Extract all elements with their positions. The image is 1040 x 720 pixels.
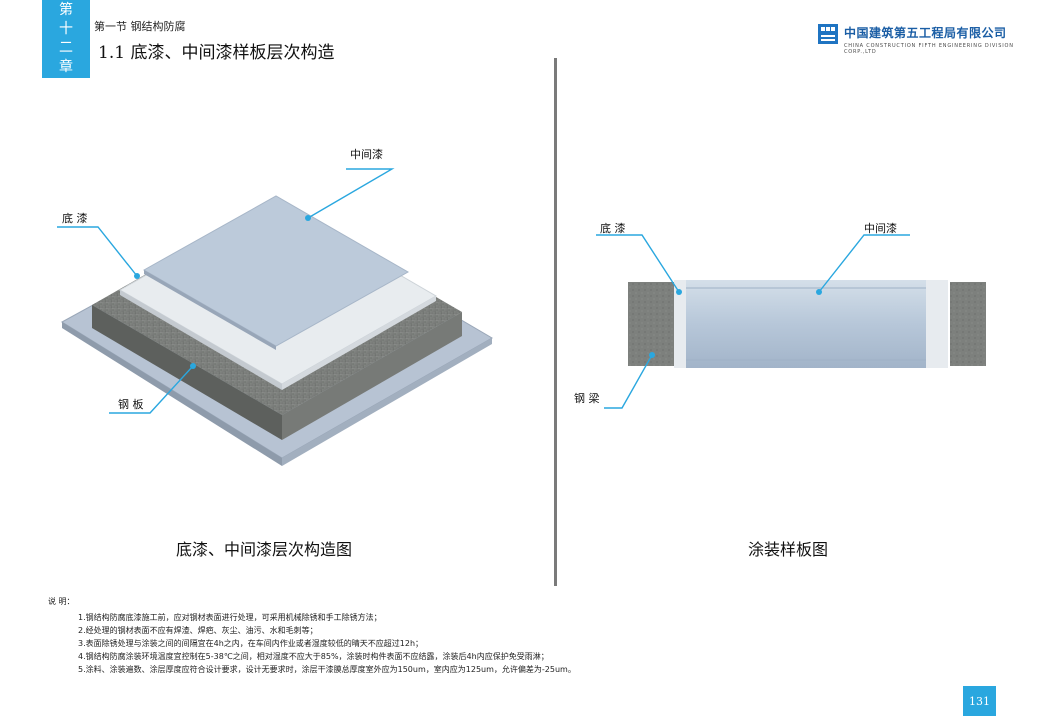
leader-line [307,168,395,219]
left-diagram-caption: 底漆、中间漆层次构造图 [176,540,353,559]
note-item: 3.表面除锈处理与涂装之间的间隔宜在4h之内，在车间内作业或者湿度较低的晴天不应… [78,639,424,648]
note-item: 1.钢结构防腐底漆施工前，应对钢材表面进行处理，可采用机械除锈和手工除锈方法； [78,613,382,622]
chapter-char: 二 [59,40,73,56]
label-intermediate-coat: 中间漆 [350,148,383,161]
notes-title: 说 明： [48,597,75,606]
label-steel-beam: 钢 梁 [574,392,600,405]
intermediate-band [686,280,926,368]
coating-sample-diagram [596,234,986,409]
steel-beam-left [628,282,680,366]
intermediate-layer [142,195,410,347]
primer-band [926,280,948,368]
note-item: 4.钢结构防腐涂装环境温度宜控制在5-38℃之间，相对湿度不应大于85%，涂装时… [78,652,549,661]
steel-beam-right [950,282,986,366]
logo-icon [818,24,838,44]
label-steel-plate: 钢 板 [118,398,144,411]
leader-line [57,226,138,277]
leader-line [818,234,910,293]
company-name: 中国建筑第五工程局有限公司 [844,26,1007,40]
company-name-en: CHINA CONSTRUCTION FIFTH ENGINEERING DIV… [844,43,1014,55]
layer-structure-diagram [57,168,493,466]
chapter-char: 十 [59,21,73,37]
note-item: 2.经处理的钢材表面不应有焊渣、焊疤、灰尘、油污、水和毛刺等； [78,626,318,635]
company-logo: 中国建筑第五工程局有限公司 CHINA CONSTRUCTION FIFTH E… [818,24,1040,55]
leader-line [596,234,680,293]
right-diagram-caption: 涂装样板图 [748,540,829,559]
leader-line [109,365,194,414]
label-primer-right: 底 漆 [600,222,626,235]
notes-section: 说 明： 1.钢结构防腐底漆施工前，应对钢材表面进行处理，可采用机械除锈和手工除… [48,596,576,676]
page-number: 131 [963,686,996,716]
section-label: 第一节 钢结构防腐 [94,20,186,33]
leader-line [604,354,653,409]
primer-band [674,280,688,368]
page-title: 1.1 底漆、中间漆样板层次构造 [98,43,335,63]
chapter-char: 第 [59,2,73,18]
chapter-tab: 第 十 二 章 [42,0,90,78]
note-item: 5.涂料、涂装遍数、涂层厚度应符合设计要求，设计无要求时，涂层干漆膜总厚度室外应… [78,665,576,674]
chapter-char: 章 [59,59,73,75]
company-logo-mark [818,24,838,44]
center-divider [554,58,557,586]
label-primer: 底 漆 [62,212,88,225]
label-intermediate-right: 中间漆 [864,222,897,235]
